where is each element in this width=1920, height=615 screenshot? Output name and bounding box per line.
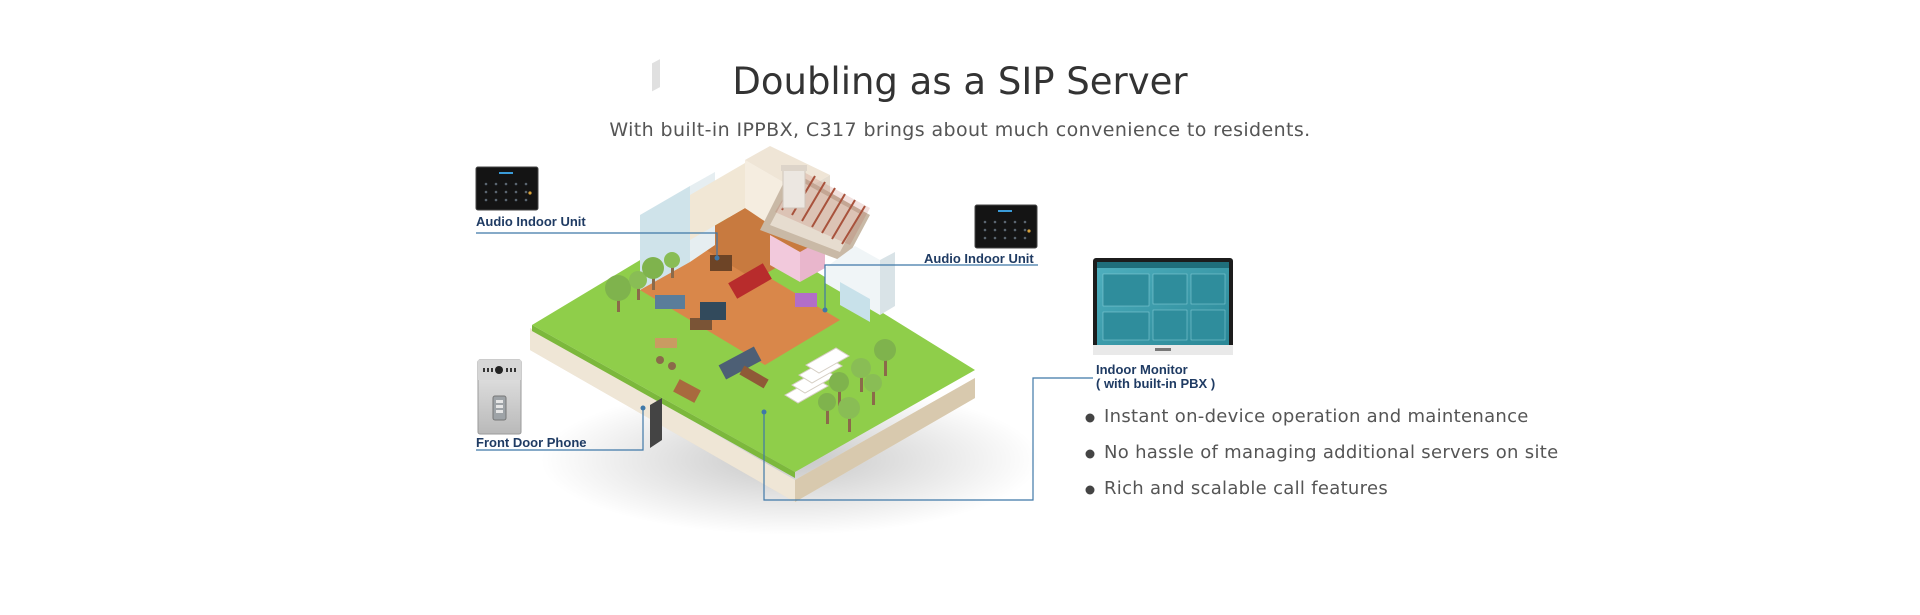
connector-front-door bbox=[476, 408, 644, 451]
house-illustration bbox=[530, 59, 1040, 535]
feature-text: Instant on-device operation and maintena… bbox=[1104, 406, 1529, 427]
connector-audio-right bbox=[824, 264, 1038, 310]
feature-text: No hassle of managing additional servers… bbox=[1104, 442, 1559, 463]
feature-list: Instant on-device operation and maintena… bbox=[1104, 402, 1559, 510]
page-subtitle: With built-in IPPBX, C317 brings about m… bbox=[609, 119, 1311, 141]
connector-audio-left bbox=[476, 232, 718, 258]
feature-item: Rich and scalable call features bbox=[1104, 474, 1559, 510]
connector-lines bbox=[476, 232, 1093, 501]
feature-item: No hassle of managing additional servers… bbox=[1104, 438, 1559, 474]
audio-indoor-unit-right bbox=[974, 204, 1038, 249]
connector-endpoints bbox=[640, 255, 828, 415]
page-title: Doubling as a SIP Server bbox=[732, 60, 1188, 103]
front-door-phone-label: Front Door Phone bbox=[476, 435, 587, 450]
indoor-monitor-label: Indoor Monitor bbox=[1096, 362, 1188, 377]
front-door-phone bbox=[477, 359, 522, 435]
audio-indoor-unit-left bbox=[475, 166, 539, 211]
feature-text: Rich and scalable call features bbox=[1104, 478, 1388, 499]
feature-item: Instant on-device operation and maintena… bbox=[1104, 402, 1559, 438]
indoor-monitor-sublabel: ( with built-in PBX ) bbox=[1096, 376, 1216, 391]
audio-indoor-unit-right-label: Audio Indoor Unit bbox=[924, 251, 1034, 266]
connector-indoor-monitor bbox=[763, 377, 1093, 501]
audio-indoor-unit-left-label: Audio Indoor Unit bbox=[476, 214, 586, 229]
indoor-monitor bbox=[1093, 258, 1233, 355]
feature-bullets bbox=[1085, 413, 1095, 495]
